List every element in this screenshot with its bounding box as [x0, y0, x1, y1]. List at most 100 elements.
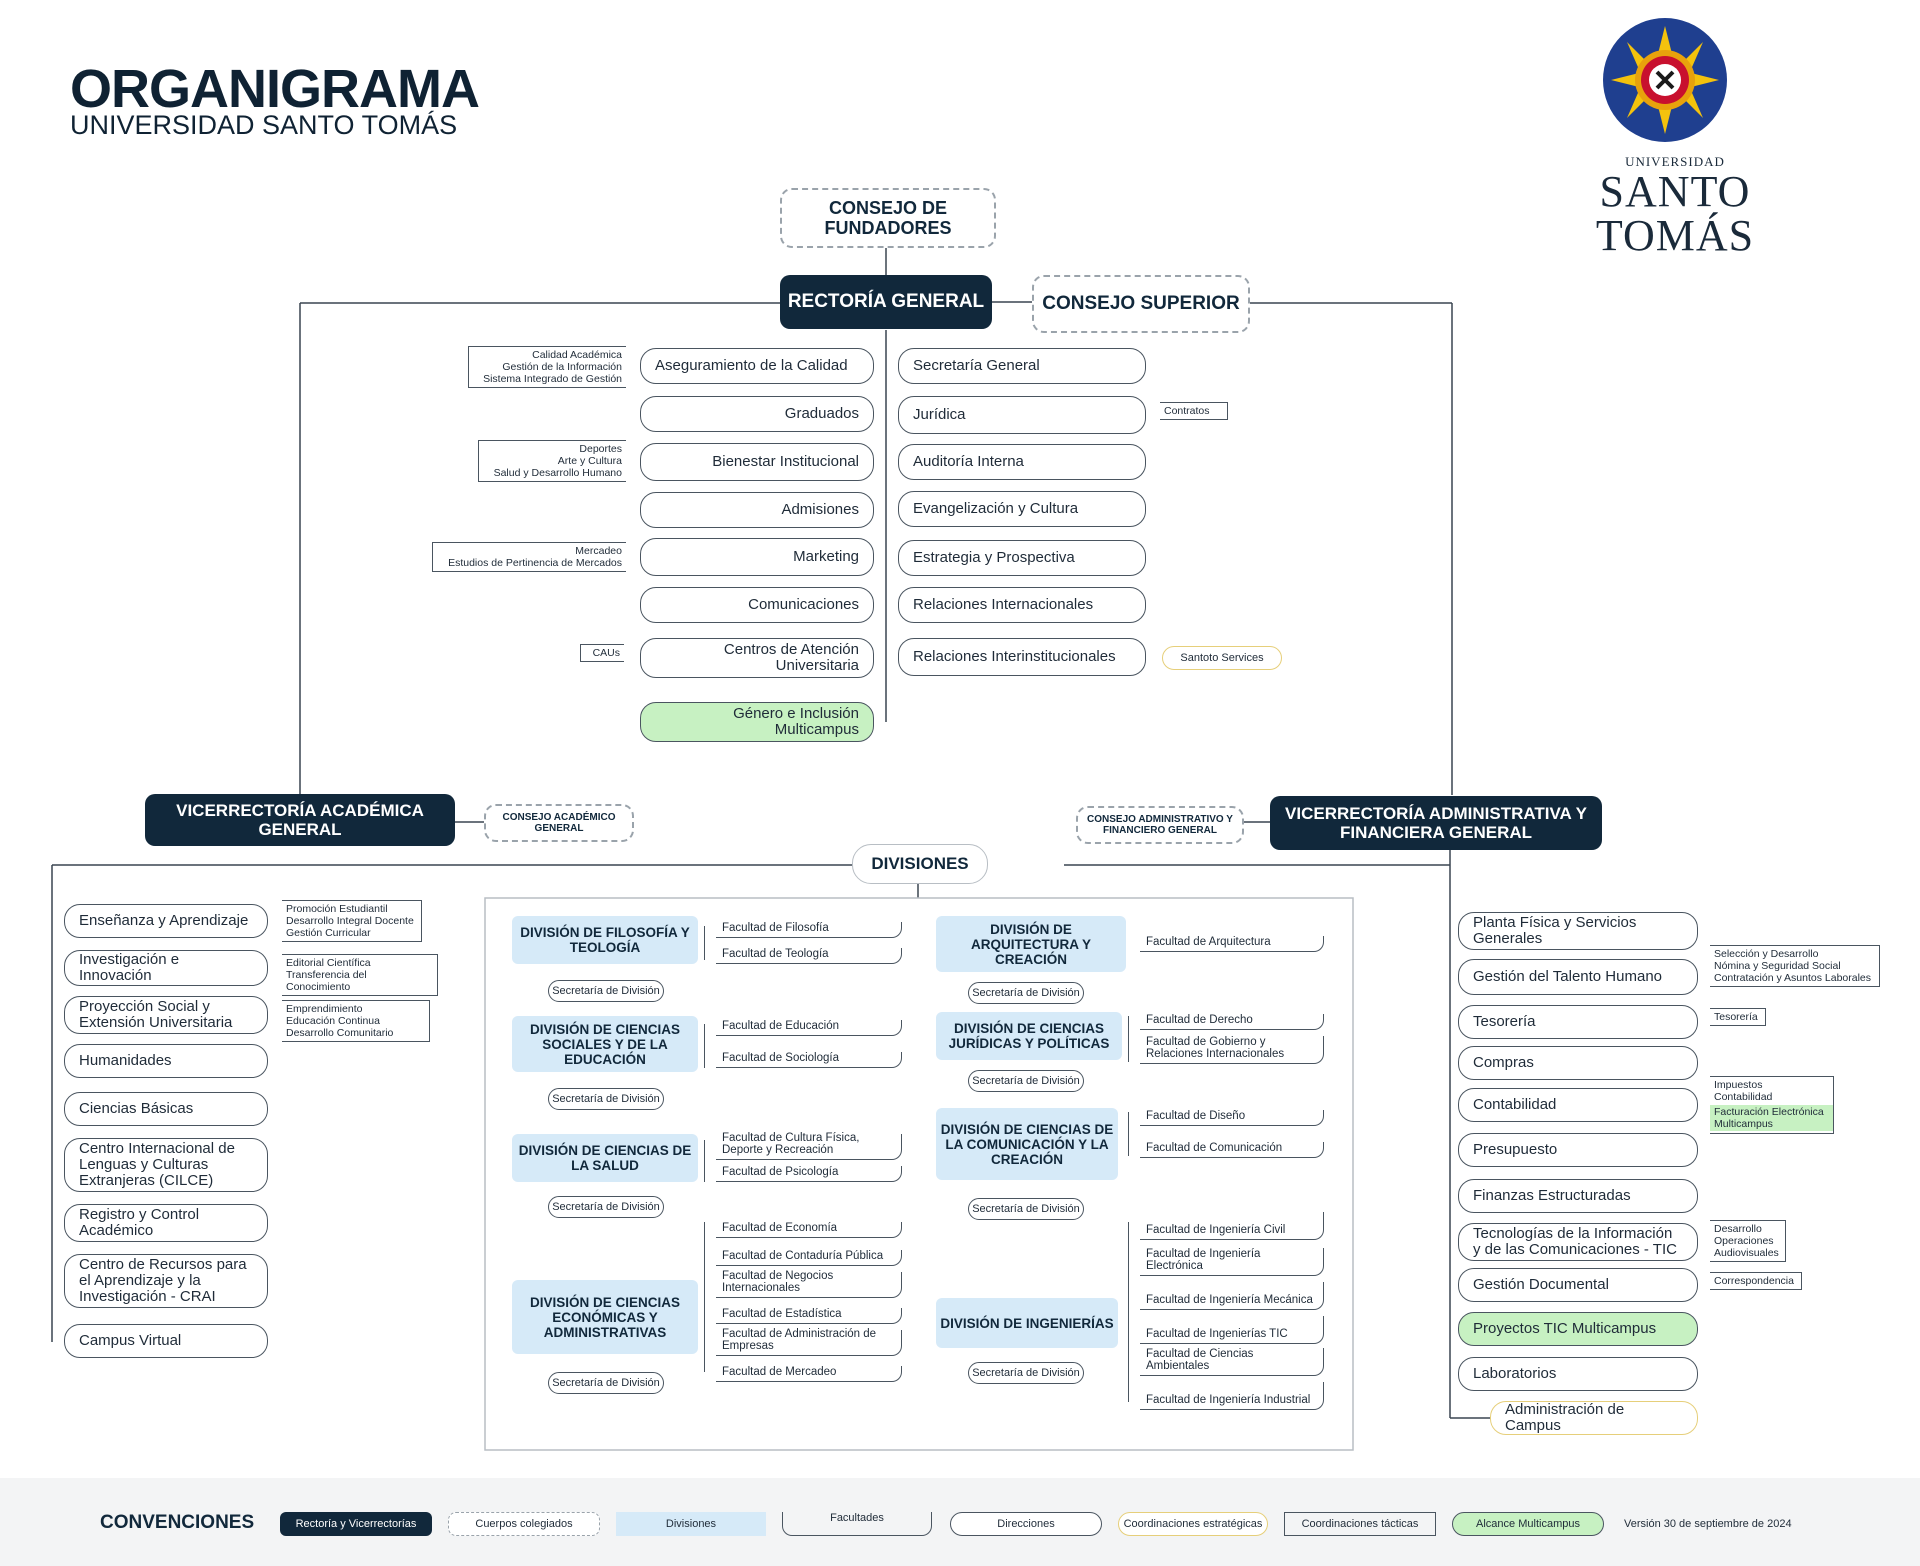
bracket-contabilidad: Impuestos Contabilidad Facturación Elect… — [1710, 1076, 1834, 1134]
adm-gestion-documental: Gestión Documental — [1458, 1268, 1698, 1302]
faculty: Facultad de Gobierno y Relaciones Intern… — [1140, 1036, 1324, 1064]
divisiones-title: DIVISIONES — [852, 844, 988, 884]
coord-santoto-services: Santoto Services — [1162, 646, 1282, 670]
bracket-investigacion: Editorial Científica Transferencia del C… — [282, 954, 438, 996]
direction-estrategia: Estrategia y Prospectiva — [898, 540, 1146, 576]
logo-small-text: UNIVERSIDAD — [1625, 154, 1725, 169]
bracket-bienestar: Deportes Arte y Cultura Salud y Desarrol… — [478, 440, 626, 482]
faculty: Facultad de Ingeniería Electrónica — [1140, 1248, 1324, 1276]
direction-secretaria-general: Secretaría General — [898, 348, 1146, 384]
bracket-contabilidad-b: Facturación Electrónica Multicampus — [1710, 1105, 1833, 1131]
faculty: Facultad de Educación — [716, 1020, 902, 1036]
consejo-administrativo: CONSEJO ADMINISTRATIVO Y FINANCIERO GENE… — [1076, 806, 1244, 844]
legend-divisiones: Divisiones — [616, 1512, 766, 1536]
direction-comunicaciones: Comunicaciones — [640, 587, 874, 623]
legend-facultades: Facultades — [782, 1512, 932, 1536]
direction-marketing: Marketing — [640, 538, 874, 576]
secretaria-division: Secretaría de División — [968, 1070, 1084, 1092]
direction-evangelizacion: Evangelización y Cultura — [898, 491, 1146, 527]
logo-big-text: SANTO TOMÁS — [1595, 167, 1755, 260]
faculty: Facultad de Cultura Física, Deporte y Re… — [716, 1132, 902, 1160]
division-arquitectura: DIVISIÓN DE ARQUITECTURA Y CREACIÓN — [936, 916, 1126, 972]
faculty: Facultad de Negocios Internacionales — [716, 1270, 902, 1298]
direction-aseguramiento: Aseguramiento de la Calidad — [640, 348, 874, 384]
bracket-proyeccion: Emprendimiento Educación Continua Desarr… — [282, 1000, 430, 1042]
secretaria-division: Secretaría de División — [548, 1372, 664, 1394]
direction-relaciones-internacionales: Relaciones Internacionales — [898, 587, 1146, 623]
bracket-contratos: Contratos — [1160, 402, 1228, 420]
secretaria-division: Secretaría de División — [968, 982, 1084, 1004]
division-ingenierias: DIVISIÓN DE INGENIERÍAS — [936, 1298, 1118, 1348]
faculty: Facultad de Psicología — [716, 1166, 902, 1182]
faculty: Facultad de Mercadeo — [716, 1366, 902, 1382]
secretaria-division: Secretaría de División — [968, 1198, 1084, 1220]
version-label: Versión 30 de septiembre de 2024 — [1624, 1518, 1792, 1530]
sun-seal-icon — [1603, 18, 1727, 142]
bracket-talento: Selección y Desarrollo Nómina y Segurida… — [1710, 945, 1880, 987]
acad-ensenanza: Enseñanza y Aprendizaje — [64, 904, 268, 938]
faculty: Facultad de Diseño — [1140, 1110, 1324, 1126]
bracket-contabilidad-a: Impuestos Contabilidad — [1714, 1079, 1773, 1103]
bracket-calidad: Calidad Académica Gestión de la Informac… — [468, 346, 626, 388]
adm-talento-humano: Gestión del Talento Humano — [1458, 959, 1698, 995]
legend-coord-tacticas: Coordinaciones tácticas — [1284, 1512, 1436, 1536]
consejo-fundadores: CONSEJO DE FUNDADORES — [780, 188, 996, 248]
conventions-title: CONVENCIONES — [100, 1512, 255, 1533]
rectoria-general: RECTORÍA GENERAL — [780, 275, 992, 329]
secretaria-division: Secretaría de División — [548, 1196, 664, 1218]
adm-finanzas: Finanzas Estructuradas — [1458, 1179, 1698, 1213]
adm-tic: Tecnologías de la Información y de las C… — [1458, 1223, 1698, 1261]
acad-cilce: Centro Internacional de Lenguas y Cultur… — [64, 1138, 268, 1192]
direction-juridica: Jurídica — [898, 396, 1146, 434]
faculty: Facultad de Teología — [716, 948, 902, 964]
secretaria-division: Secretaría de División — [548, 1088, 664, 1110]
secretaria-division: Secretaría de División — [968, 1362, 1084, 1384]
faculty: Facultad de Contaduría Pública — [716, 1250, 902, 1266]
acad-investigacion: Investigación e Innovación — [64, 950, 268, 986]
division-filosofia: DIVISIÓN DE FILOSOFÍA Y TEOLOGÍA — [512, 916, 698, 964]
consejo-academico: CONSEJO ACADÉMICO GENERAL — [484, 804, 634, 842]
direction-auditoria: Auditoría Interna — [898, 444, 1146, 480]
secretaria-division: Secretaría de División — [548, 980, 664, 1002]
bracket-caus: CAUs — [580, 644, 624, 662]
division-sociales: DIVISIÓN DE CIENCIAS SOCIALES Y DE LA ED… — [512, 1016, 698, 1072]
direction-bienestar: Bienestar Institucional — [640, 443, 874, 481]
direction-relaciones-interinstitucionales: Relaciones Interinstitucionales — [898, 638, 1146, 676]
faculty: Facultad de Arquitectura — [1140, 936, 1324, 952]
page-title: ORGANIGRAMA — [70, 59, 480, 119]
direction-centros-atencion: Centros de Atención Universitaria — [640, 638, 874, 678]
direction-admisiones: Admisiones — [640, 492, 874, 528]
adm-proyectos-tic: Proyectos TIC Multicampus — [1458, 1312, 1698, 1346]
acad-crai: Centro de Recursos para el Aprendizaje y… — [64, 1254, 268, 1308]
bracket-tesoreria: Tesorería — [1710, 1008, 1766, 1026]
legend-coord-estrategicas: Coordinaciones estratégicas — [1118, 1512, 1268, 1536]
division-economicas: DIVISIÓN DE CIENCIAS ECONÓMICAS Y ADMINI… — [512, 1280, 698, 1354]
legend-multicampus: Alcance Multicampus — [1452, 1512, 1604, 1536]
faculty: Facultad de Ingeniería Industrial — [1140, 1382, 1324, 1410]
adm-laboratorios: Laboratorios — [1458, 1357, 1698, 1391]
consejo-superior: CONSEJO SUPERIOR — [1032, 275, 1250, 333]
adm-administracion-campus: Administración de Campus — [1490, 1401, 1698, 1435]
vicerrectoria-administrativa: VICERRECTORÍA ADMINISTRATIVA Y FINANCIER… — [1270, 796, 1602, 850]
faculty: Facultad de Sociología — [716, 1052, 902, 1068]
legend-cuerpos-colegiados: Cuerpos colegiados — [448, 1512, 600, 1536]
division-juridicas: DIVISIÓN DE CIENCIAS JURÍDICAS Y POLÍTIC… — [936, 1012, 1122, 1060]
faculty: Facultad de Estadística — [716, 1308, 902, 1324]
faculty: Facultad de Ingenierías TIC — [1140, 1316, 1324, 1344]
faculty: Facultad de Ingeniería Mecánica — [1140, 1282, 1324, 1310]
acad-proyeccion: Proyección Social y Extensión Universita… — [64, 996, 268, 1034]
faculty: Facultad de Administración de Empresas — [716, 1328, 902, 1356]
acad-registro: Registro y Control Académico — [64, 1204, 268, 1242]
direction-genero-inclusion: Género e Inclusión Multicampus — [640, 702, 874, 742]
direction-graduados: Graduados — [640, 396, 874, 432]
faculty: Facultad de Derecho — [1140, 1014, 1324, 1030]
faculty: Facultad de Comunicación — [1140, 1142, 1324, 1158]
acad-ciencias-basicas: Ciencias Básicas — [64, 1092, 268, 1126]
adm-tesoreria: Tesorería — [1458, 1005, 1698, 1039]
legend-direcciones: Direcciones — [950, 1512, 1102, 1536]
faculty: Facultad de Ciencias Ambientales — [1140, 1348, 1324, 1376]
bracket-marketing: Mercadeo Estudios de Pertinencia de Merc… — [432, 542, 626, 572]
faculty: Facultad de Ingeniería Civil — [1140, 1212, 1324, 1240]
faculty: Facultad de Filosofía — [716, 922, 902, 938]
